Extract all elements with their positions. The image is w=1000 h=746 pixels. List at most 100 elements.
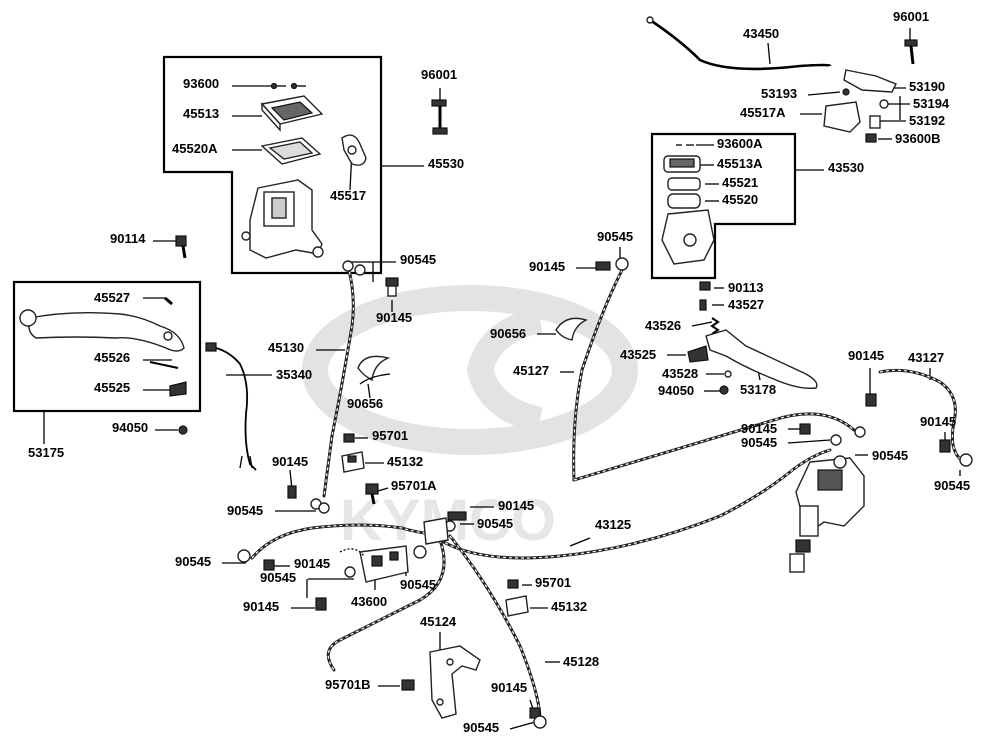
callout-45517: 45517 — [330, 188, 366, 203]
bolt-90145-lower-left — [263, 559, 275, 571]
callout-90545: 90545 — [741, 435, 777, 450]
callout-45132: 45132 — [387, 454, 423, 469]
bolt-90145-right — [939, 439, 951, 453]
callout-90114: 90114 — [110, 231, 146, 246]
bracket-45517A — [823, 101, 861, 133]
cap-45513A — [663, 155, 701, 173]
bolt-96001-rear — [904, 39, 918, 65]
hose-43127 — [878, 368, 966, 464]
bolt-90145-rear-top — [595, 261, 611, 271]
washer-90545-right — [959, 453, 973, 467]
callout-53175: 53175 — [28, 445, 64, 460]
spring-45526 — [149, 361, 179, 369]
nut-94050-front — [178, 425, 188, 435]
callout-53193: 53193 — [761, 86, 797, 101]
callout-90145: 90145 — [272, 454, 308, 469]
hose-45127 — [572, 257, 629, 482]
callout-43527: 43527 — [728, 297, 764, 312]
callout-93600a: 93600A — [717, 136, 763, 151]
callout-35340: 35340 — [276, 367, 312, 382]
reservoir-cap-45513 — [260, 95, 324, 132]
screw-93600 — [270, 82, 306, 90]
clip-95701-lower — [507, 579, 519, 589]
callout-94050: 94050 — [112, 420, 148, 435]
front-lever-frame — [12, 280, 202, 413]
clamp-45517 — [341, 134, 367, 166]
bolt-95701B — [401, 679, 415, 691]
nut-94050-rear — [719, 385, 729, 395]
callout-53194: 53194 — [913, 96, 950, 111]
callout-90545: 90545 — [227, 503, 263, 518]
callout-45526: 45526 — [94, 350, 130, 365]
washer-90545-valve-right — [413, 545, 427, 559]
bracket-45132-lower — [505, 595, 529, 617]
cable-43450 — [646, 16, 832, 71]
callout-53178: 53178 — [740, 382, 776, 397]
callout-94050: 94050 — [658, 383, 694, 398]
diaphragm-45520A — [260, 137, 322, 165]
hose-43125 — [438, 448, 832, 560]
hose-front-lower — [250, 523, 440, 560]
callout-90145: 90145 — [529, 259, 565, 274]
bolt-90145-top — [385, 277, 399, 297]
callout-96001: 96001 — [893, 9, 929, 24]
bolt-95701A — [365, 483, 379, 505]
rear-lever-53178 — [705, 329, 818, 390]
callout-90145: 90145 — [243, 599, 279, 614]
bolt-90114 — [175, 235, 187, 259]
hose-rear-upper — [572, 412, 856, 482]
bracket-45124 — [429, 645, 481, 719]
callout-45520: 45520 — [722, 192, 758, 207]
callout-90145: 90145 — [491, 680, 527, 695]
callout-43526: 43526 — [645, 318, 681, 333]
spring-53194 — [879, 99, 889, 109]
callout-90113: 90113 — [728, 280, 763, 295]
master-cylinder-body — [241, 179, 324, 259]
rear-caliper — [789, 455, 865, 573]
callout-90145: 90145 — [920, 414, 956, 429]
callout-90545: 90545 — [400, 577, 436, 592]
front-master-cylinder-assembly — [241, 82, 367, 259]
callout-45124: 45124 — [420, 614, 457, 629]
bolt-90145-center — [447, 511, 467, 521]
bracket-45132-upper — [341, 451, 365, 473]
guide-90656-rear — [555, 317, 588, 341]
junction-block — [423, 517, 449, 545]
callout-90545: 90545 — [872, 448, 908, 463]
callout-45127: 45127 — [513, 363, 549, 378]
brake-switch-35340 — [205, 342, 257, 471]
plate-45525 — [169, 381, 187, 397]
pin-43527 — [699, 299, 707, 311]
bolt-90145-left — [287, 485, 297, 499]
master-cylinder-front-frame — [162, 55, 383, 275]
callout-90545: 90545 — [175, 554, 211, 569]
callout-43530: 43530 — [828, 160, 864, 175]
callout-90656: 90656 — [347, 396, 383, 411]
pin-53193 — [842, 88, 850, 96]
callout-93600b: 93600B — [895, 131, 941, 146]
callout-45513: 45513 — [183, 106, 219, 121]
guide-90656-front — [357, 355, 391, 385]
callout-95701a: 95701A — [391, 478, 437, 493]
spacer-43528 — [724, 370, 732, 378]
callout-90545: 90545 — [477, 516, 513, 531]
callout-53192: 53192 — [909, 113, 945, 128]
pin-45527 — [164, 296, 173, 306]
callout-53190: 53190 — [909, 79, 945, 94]
spring-43526 — [710, 317, 720, 335]
callout-43450: 43450 — [743, 26, 779, 41]
callout-45130: 45130 — [268, 340, 304, 355]
lever-53190 — [843, 69, 897, 93]
callout-95701: 95701 — [372, 428, 408, 443]
callout-93600: 93600 — [183, 76, 219, 91]
bolt-96001-front — [431, 99, 448, 135]
bolt-90145-valve-left — [315, 597, 327, 611]
callout-90145: 90145 — [498, 498, 534, 513]
callout-90656: 90656 — [490, 326, 526, 341]
callout-45521: 45521 — [722, 175, 758, 190]
callout-45517a: 45517A — [740, 105, 786, 120]
callout-90145: 90145 — [376, 310, 412, 325]
callout-90545: 90545 — [934, 478, 970, 493]
rear-master-cylinder-assembly — [661, 144, 715, 265]
bolt-90113 — [699, 281, 711, 291]
